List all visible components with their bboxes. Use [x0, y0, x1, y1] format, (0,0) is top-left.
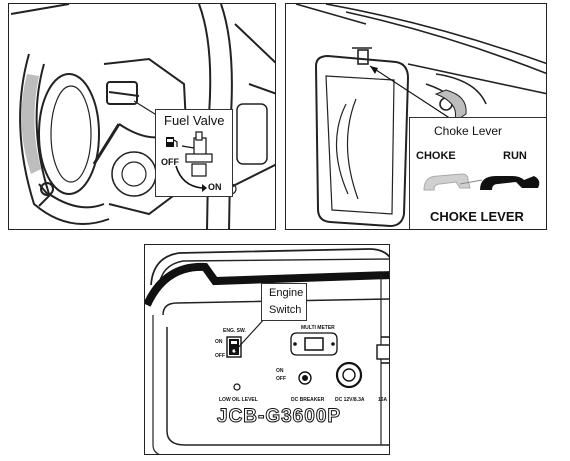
dc-breaker-on-label: ON: [276, 368, 284, 374]
choke-lever-diagram: [423, 173, 540, 191]
multi-meter-label: MULTI METER: [301, 325, 335, 331]
model-name: JCB-G3600P: [216, 406, 342, 428]
choke-lever-callout-label: Choke Lever: [434, 124, 503, 138]
choke-lever-bottom-label: CHOKE LEVER: [430, 209, 524, 224]
engine-switch-rocker[interactable]: [226, 336, 242, 358]
dc-breaker-off-label: OFF: [276, 376, 286, 382]
dc-breaker-button[interactable]: [298, 371, 312, 385]
choke-lever-panel: Choke Lever CHOKE RUN CHOKE LEVER: [285, 3, 547, 230]
fuel-valve-title: Fuel Valve: [164, 113, 225, 128]
choke-lever-callout: Choke Lever CHOKE RUN CHOKE LEVER: [409, 117, 546, 229]
choke-position-label: CHOKE: [416, 150, 456, 162]
amp-label: 16A: [378, 397, 388, 403]
dc-breaker-label: DC BREAKER: [291, 397, 325, 403]
fuel-valve-callout: Fuel Valve OFF ON: [155, 109, 233, 197]
engine-switch-callout-line1: Engine: [269, 287, 304, 299]
ac-outlet[interactable]: [376, 336, 390, 364]
fuel-valve-off-label: OFF: [161, 157, 179, 167]
low-oil-indicator: [233, 383, 241, 391]
control-panel-drawing: [145, 248, 390, 454]
dc-output-label: DC 12V/8.3A: [335, 397, 365, 403]
fuel-valve-diagram: [166, 131, 213, 192]
generator-frame-drawing: [10, 4, 275, 229]
switch-on-label: ON: [215, 339, 223, 345]
dc-outlet[interactable]: [335, 361, 363, 389]
eng-sw-label: ENG. SW.: [223, 328, 246, 334]
run-position-label: RUN: [503, 150, 527, 162]
fuel-valve-panel: Fuel Valve OFF ON: [8, 3, 276, 230]
multi-meter-display: [290, 332, 338, 356]
switch-off-label: OFF: [215, 353, 225, 359]
low-oil-label: LOW OIL LEVEL: [219, 397, 258, 403]
engine-switch-callout: Engine Switch: [261, 283, 307, 321]
engine-switch-panel: Engine Switch ENG. SW. ON OFF MULTI METE…: [144, 244, 390, 455]
engine-switch-callout-line2: Switch: [269, 304, 302, 316]
fuel-valve-on-label: ON: [208, 182, 222, 192]
fuel-pump-icon: [166, 137, 178, 147]
